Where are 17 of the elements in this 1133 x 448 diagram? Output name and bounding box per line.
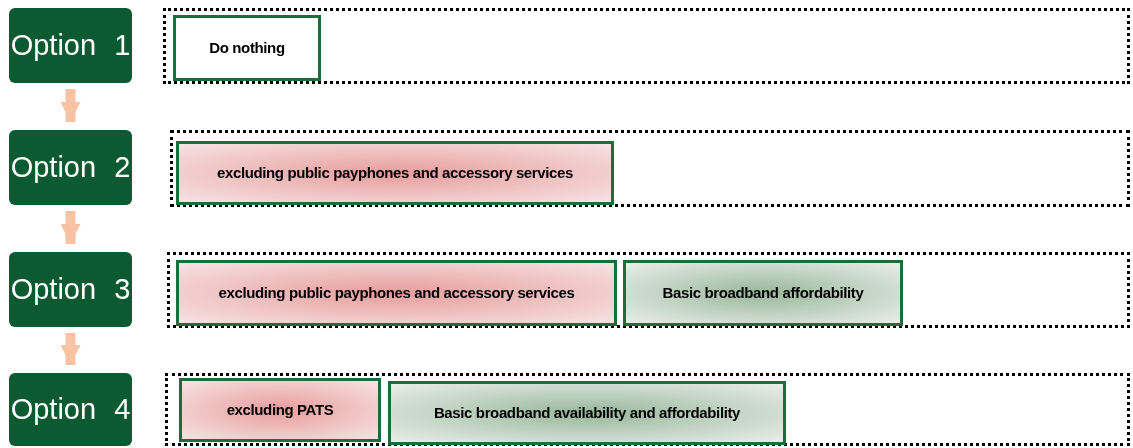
option-box: Option 2 (9, 130, 132, 205)
dotted-band (165, 373, 1130, 446)
option-box: excluding public payphones and accessory services (176, 141, 614, 205)
option-box: excluding public payphones and accessory services (176, 260, 617, 326)
dotted-band (170, 130, 1130, 207)
arrow (60, 211, 81, 244)
option-box: Basic broadband availability and affordability (388, 381, 786, 445)
dotted-band (167, 252, 1130, 328)
option-box: Option 3 (9, 252, 132, 327)
option-box: Basic broadband affordability (623, 260, 903, 326)
option-box: Option 1 (9, 8, 132, 83)
arrow (60, 89, 81, 122)
arrow (60, 333, 81, 365)
option-box: Do nothing (173, 15, 321, 81)
dotted-band (163, 8, 1130, 84)
option-box: excluding PATS (179, 378, 381, 442)
option-box: Option 4 (9, 373, 132, 446)
